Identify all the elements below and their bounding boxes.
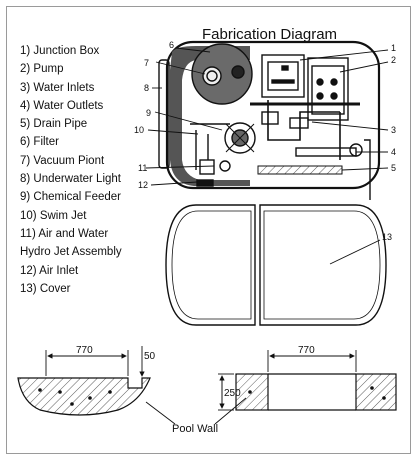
callout-13: 13 bbox=[382, 232, 392, 242]
right-width-dimension: 770 bbox=[298, 345, 315, 356]
diagram-title: Fabrication Diagram bbox=[202, 26, 338, 43]
legend-item: 11) Air and Water bbox=[20, 227, 109, 240]
legend-item: 5) Drain Pipe bbox=[20, 118, 88, 131]
underwater-light bbox=[219, 160, 231, 172]
legend-item: 2) Pump bbox=[20, 63, 64, 76]
callout-6: 6 bbox=[169, 40, 174, 50]
drain-pipe bbox=[257, 165, 343, 175]
callout-1: 1 bbox=[391, 43, 396, 53]
legend-item: 10) Swim Jet bbox=[20, 209, 87, 222]
legend-item: 13) Cover bbox=[20, 282, 71, 295]
pool-wall-leaders bbox=[145, 397, 247, 425]
right-cross-section bbox=[235, 373, 397, 411]
filter bbox=[191, 43, 253, 105]
legend-item: Hydro Jet Assembly bbox=[20, 246, 122, 259]
legend-item: 3) Water Inlets bbox=[20, 81, 95, 94]
callout-leaders bbox=[145, 47, 389, 265]
legend-item: 4) Water Outlets bbox=[20, 99, 104, 112]
right-depth-dimension: 250 bbox=[224, 388, 241, 399]
callout-2: 2 bbox=[391, 55, 396, 65]
equipment-top-view bbox=[158, 40, 381, 200]
left-dimension-lines bbox=[45, 346, 145, 377]
cover bbox=[165, 204, 387, 326]
legend-item: 7) Vacuum Piont bbox=[20, 154, 105, 167]
callout-numbers: 6 7 8 9 10 11 12 1 2 3 4 5 13 bbox=[134, 40, 396, 242]
legend-item: 6) Filter bbox=[20, 136, 59, 149]
callout-5: 5 bbox=[391, 163, 396, 173]
legend-item: 12) Air Inlet bbox=[20, 264, 79, 277]
left-cross-section bbox=[17, 377, 151, 416]
component-legend: 1) Junction Box 2) Pump 3) Water Inlets … bbox=[20, 42, 122, 298]
callout-12: 12 bbox=[138, 180, 148, 190]
callout-9: 9 bbox=[146, 108, 151, 118]
legend-item: 8) Underwater Light bbox=[20, 173, 121, 186]
callout-10: 10 bbox=[134, 125, 144, 135]
callout-11: 11 bbox=[138, 163, 147, 173]
left-width-dimension: 770 bbox=[76, 345, 93, 356]
left-step-dimension: 50 bbox=[144, 351, 156, 362]
callout-3: 3 bbox=[391, 125, 396, 135]
callout-4: 4 bbox=[391, 147, 396, 157]
callout-8: 8 bbox=[144, 83, 149, 93]
pool-wall-label: Pool Wall bbox=[172, 423, 218, 435]
legend-item: 9) Chemical Feeder bbox=[20, 191, 121, 204]
right-dimension-lines bbox=[218, 350, 357, 411]
callout-7: 7 bbox=[144, 58, 149, 68]
legend-item: 1) Junction Box bbox=[20, 45, 100, 57]
diagram-frame bbox=[6, 6, 411, 454]
